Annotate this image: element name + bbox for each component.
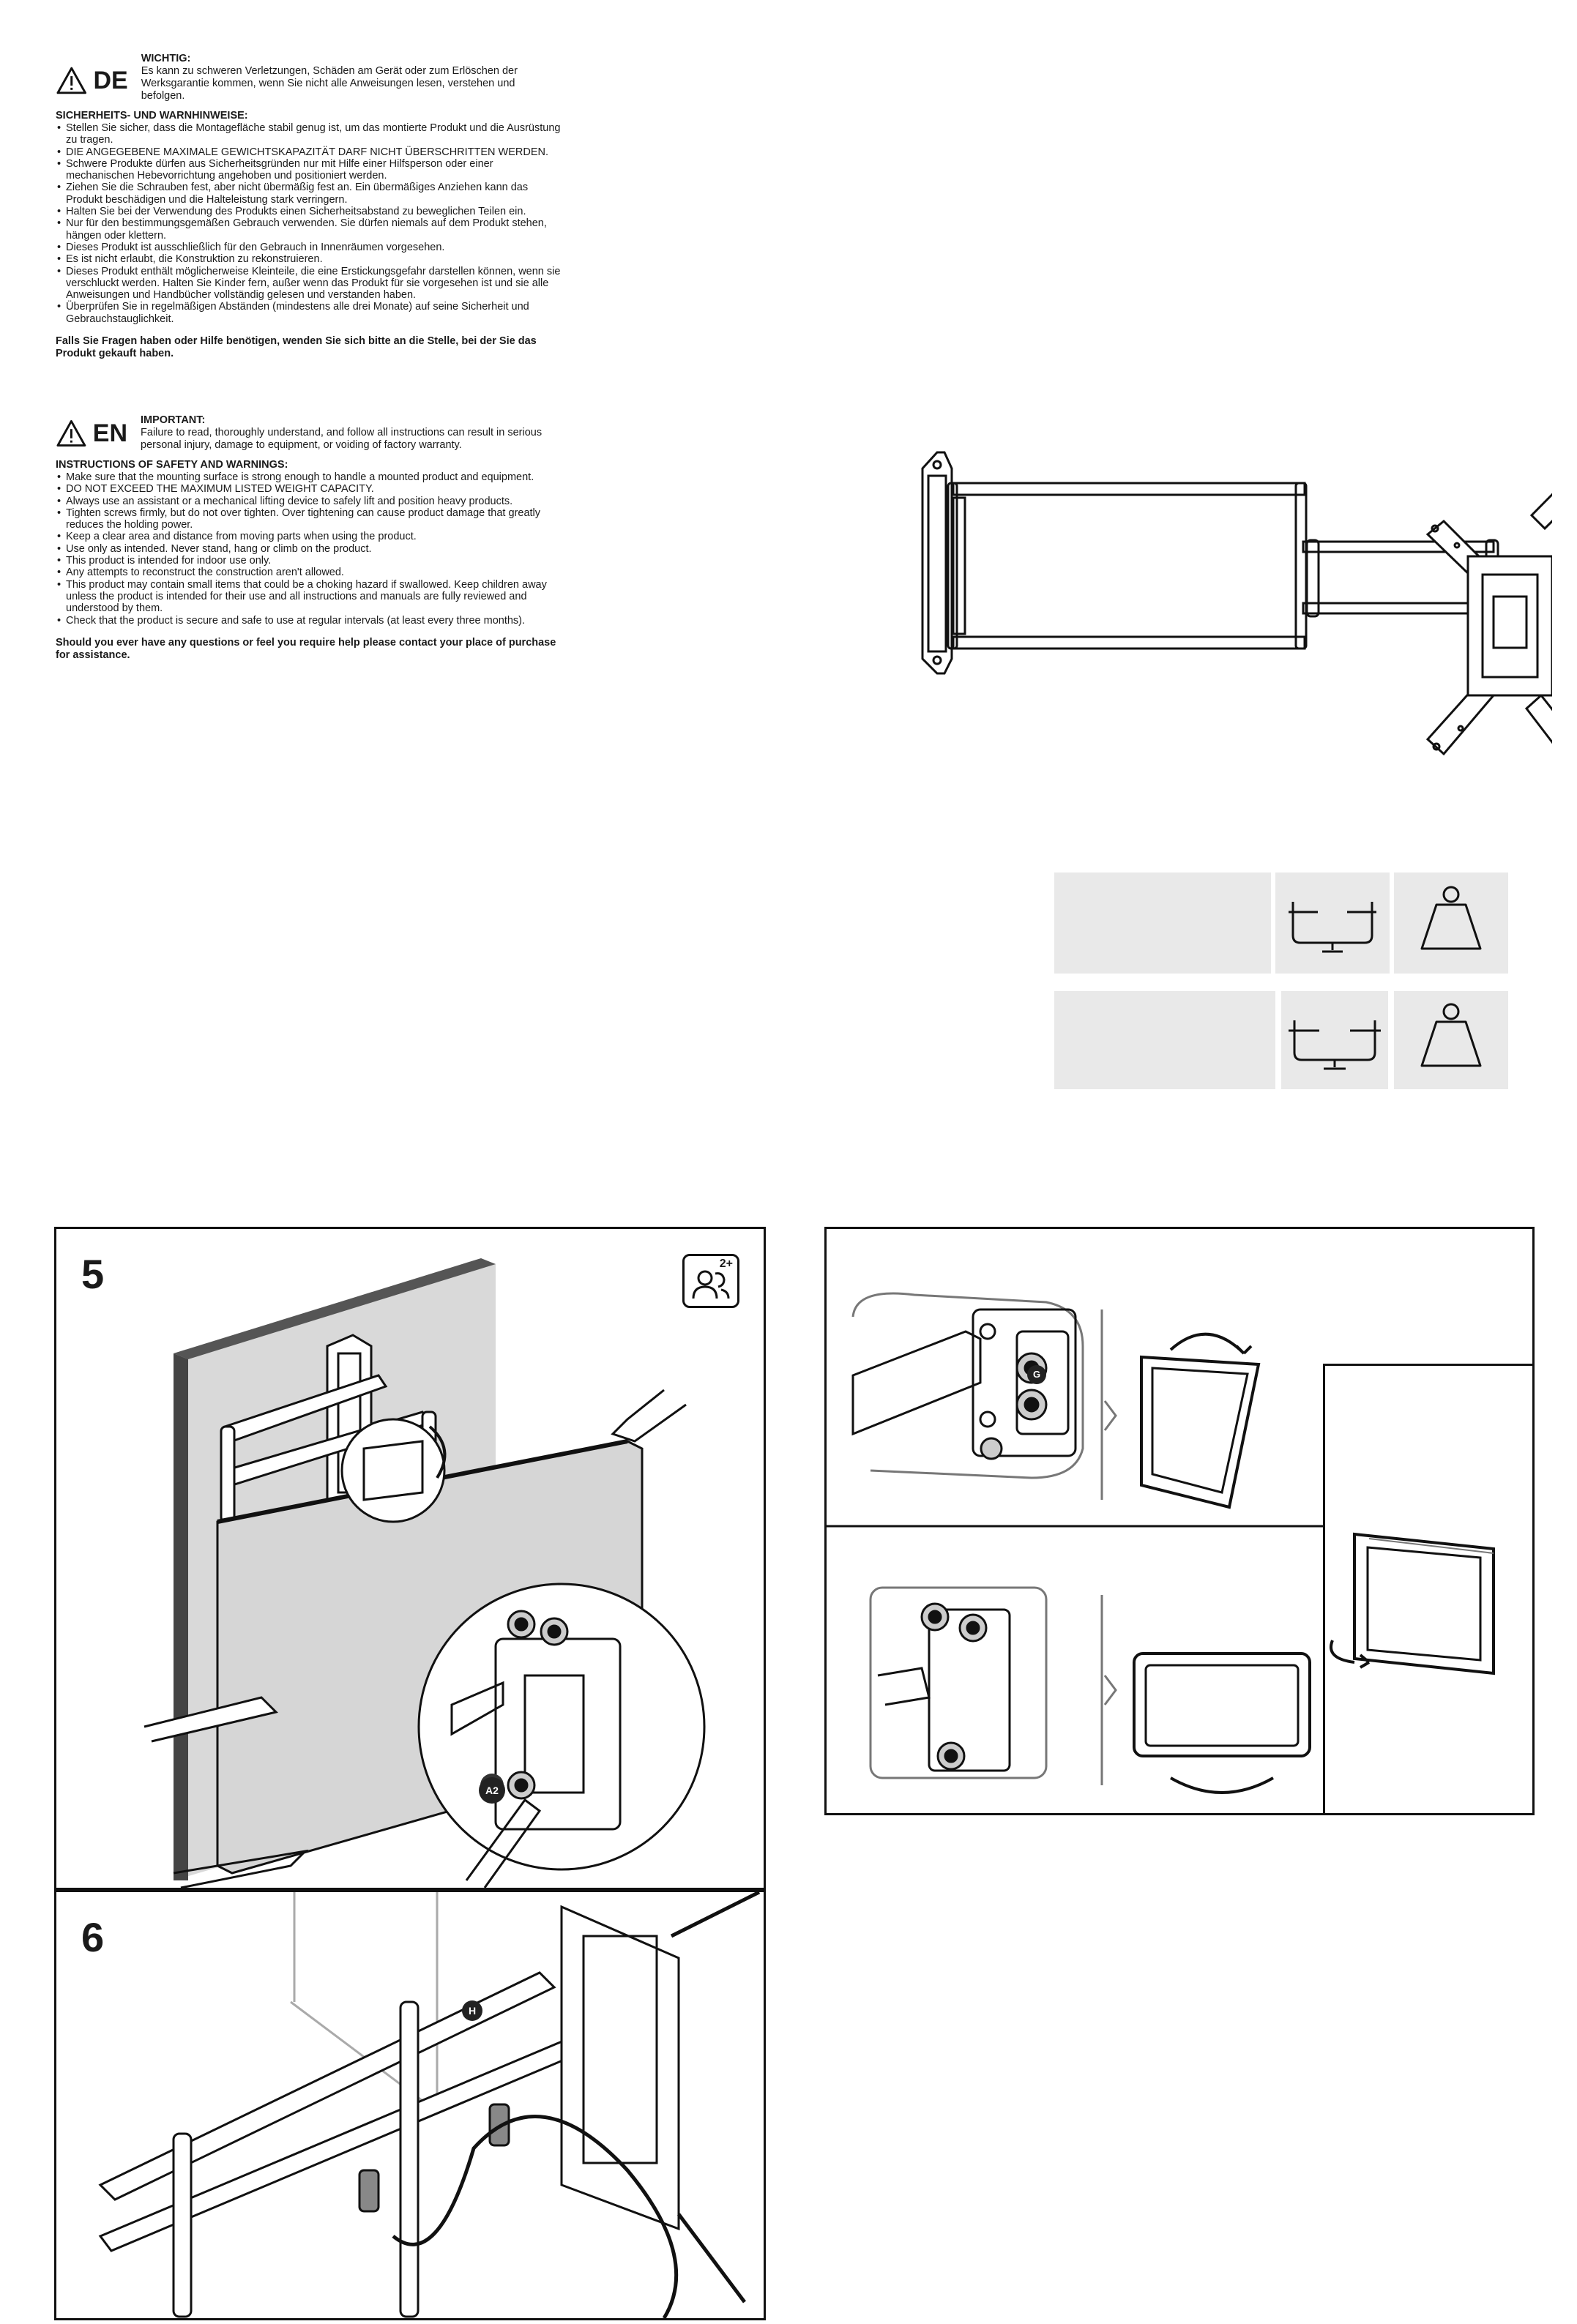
tilt-adjust-illustration	[827, 1292, 1532, 1528]
rotate-arrow-icon	[1330, 1532, 1495, 1675]
adjustment-panel: G	[824, 1227, 1535, 1815]
de-warning-item: Ziehen Sie die Schrauben fest, aber nich…	[56, 182, 561, 206]
de-section-title: SICHERHEITS- UND WARNHINWEISE:	[56, 110, 248, 122]
de-warning-list: Stellen Sie sicher, dass die Montagefläc…	[56, 122, 561, 325]
en-section-title: INSTRUCTIONS OF SAFETY AND WARNINGS:	[56, 459, 288, 471]
spec-box-weight-2	[1394, 991, 1508, 1089]
weight-icon	[1420, 886, 1482, 950]
en-warning-item: Use only as intended. Never stand, hang …	[56, 543, 561, 556]
en-important-label: IMPORTANT:	[141, 414, 206, 426]
de-warning-item: Dieses Produkt enthält möglicherweise Kl…	[56, 266, 561, 302]
step5-illustration	[143, 1258, 706, 1888]
en-important-text: Failure to read, thoroughly understand, …	[141, 427, 543, 451]
two-persons-badge: 2+	[682, 1254, 739, 1308]
de-warning-item: Überprüfen Sie in regelmäßigen Abständen…	[56, 301, 561, 325]
weight-icon	[1420, 1003, 1482, 1067]
de-warning-block: DE WICHTIG: Es kann zu schweren Verletzu…	[56, 53, 561, 360]
wall-mount-product-drawing	[921, 451, 1552, 756]
en-warning-item: Make sure that the mounting surface is s…	[56, 471, 561, 484]
step5-number: 5	[81, 1251, 105, 1297]
en-warning-item: This product is intended for indoor use …	[56, 555, 561, 567]
en-lang-code: EN	[92, 419, 128, 447]
part-h-label: H	[462, 2000, 482, 2021]
de-warning-item: DIE ANGEGEBENE MAXIMALE GEWICHTSKAPAZITÄ…	[56, 146, 561, 159]
warning-triangle-icon	[56, 67, 87, 94]
en-warning-list: Make sure that the mounting surface is s…	[56, 471, 561, 627]
de-lang-code: DE	[93, 67, 128, 94]
spec-box-weight-1	[1394, 873, 1508, 974]
de-warning-item: Schwere Produkte dürfen aus Sicherheitsg…	[56, 158, 561, 182]
en-warning-item: Tighten screws firmly, but do not over t…	[56, 507, 561, 531]
two-persons-icon	[692, 1270, 730, 1299]
en-warning-block: EN IMPORTANT: Failure to read, thoroughl…	[56, 414, 561, 662]
spec-box-screen-2	[1281, 991, 1388, 1089]
tv-screen-icon	[1289, 902, 1376, 953]
en-warning-item: DO NOT EXCEED THE MAXIMUM LISTED WEIGHT …	[56, 483, 561, 496]
en-warning-item: Any attempts to reconstruct the construc…	[56, 567, 561, 579]
step5-panel: 5 2+	[54, 1227, 766, 1890]
swivel-adjust-illustration	[869, 1586, 1311, 1794]
rotate-column	[1323, 1364, 1532, 1813]
de-warning-item: Halten Sie bei der Verwendung des Produk…	[56, 206, 561, 218]
de-important-label: WICHTIG:	[141, 53, 191, 64]
de-warning-item: Es ist nicht erlaubt, die Konstruktion z…	[56, 253, 561, 266]
step6-illustration	[98, 1892, 761, 2318]
spec-box-label-1	[1054, 873, 1271, 974]
warning-triangle-icon	[56, 420, 86, 447]
en-closing: Should you ever have any questions or fe…	[56, 636, 556, 661]
en-warning-item: Keep a clear area and distance from movi…	[56, 531, 561, 543]
de-warning-item: Dieses Produkt ist ausschließlich für de…	[56, 242, 561, 254]
en-warning-item: Check that the product is secure and saf…	[56, 615, 561, 627]
de-warning-item: Nur für den bestimmungsgemäßen Gebrauch …	[56, 217, 561, 242]
de-warning-item: Stellen Sie sicher, dass die Montagefläc…	[56, 122, 561, 146]
spec-box-screen-1	[1275, 873, 1390, 974]
part-g-label: G	[1027, 1365, 1046, 1384]
two-persons-count: 2+	[719, 1258, 733, 1270]
spec-box-label-2	[1054, 991, 1275, 1089]
part-a2-label: A2	[479, 1777, 505, 1804]
de-important-text: Es kann zu schweren Verletzungen, Schäde…	[141, 65, 518, 102]
tv-screen-icon	[1289, 1020, 1381, 1070]
en-warning-item: This product may contain small items tha…	[56, 579, 561, 615]
step6-number: 6	[81, 1914, 105, 1960]
en-warning-item: Always use an assistant or a mechanical …	[56, 496, 561, 508]
step6-panel: 6 H	[54, 1890, 766, 2320]
de-closing: Falls Sie Fragen haben oder Hilfe benöti…	[56, 335, 537, 360]
